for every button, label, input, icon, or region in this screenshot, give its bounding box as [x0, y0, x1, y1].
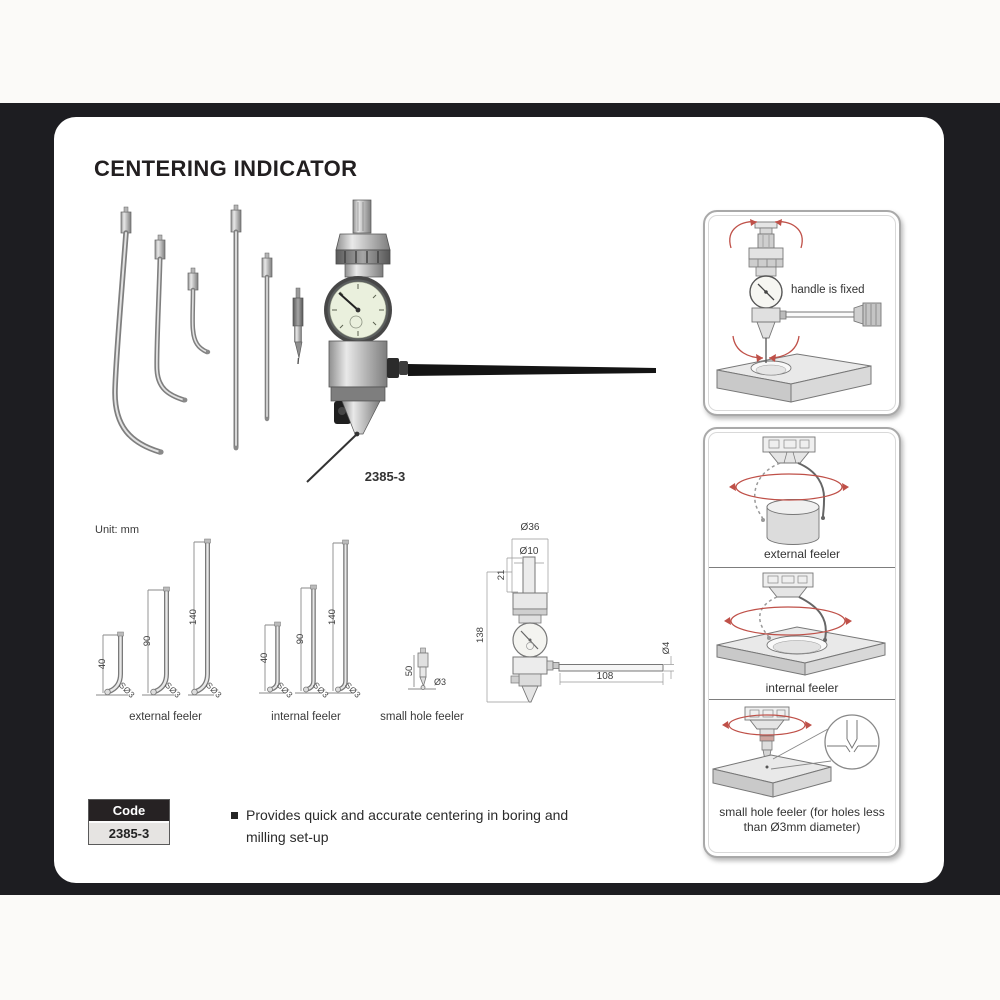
- dim-label-overall-len: 138: [475, 627, 486, 643]
- indicator-body-photo: [306, 199, 656, 483]
- internal-feeler-drawings: [259, 542, 354, 694]
- straight-feeler-medium-photo: [261, 252, 273, 422]
- external-feeler-shapes: [104, 538, 211, 696]
- label-handle-is-fixed: handle is fixed: [791, 284, 865, 296]
- external-feeler-drawings: [96, 541, 214, 696]
- small-hole-feeler-drawing: [408, 647, 436, 690]
- feature-text: Provides quick and accurate centering in…: [246, 807, 569, 845]
- usage-external-feeler-diagram: [729, 436, 849, 545]
- model-number: 2385-3: [364, 469, 406, 484]
- dim-label-internal-h1: 40: [259, 652, 270, 664]
- usage-box-handle-fixed: handle is fixed: [703, 210, 901, 416]
- handle-bar-photo: [408, 364, 656, 376]
- straight-feeler-long-photo: [230, 204, 242, 451]
- usage-internal-feeler-diagram: [716, 572, 886, 676]
- dim-label-stem-len: 21: [496, 569, 507, 581]
- indicator-body-drawing: [486, 538, 674, 703]
- dim-label-shank-dia: Ø36: [520, 522, 540, 533]
- unit-label: Unit: mm: [95, 524, 139, 536]
- product-photo: [112, 199, 656, 483]
- panel-divider-2: [709, 699, 895, 700]
- internal-feeler-shapes: [267, 539, 349, 693]
- dim-label-stem-dia: Ø10: [519, 546, 539, 557]
- dim-label-internal-h3: 140: [327, 609, 338, 625]
- label-small-hole-feeler: small hole feeler (for holes less than Ø…: [719, 805, 885, 834]
- page-title: CENTERING INDICATOR: [94, 156, 358, 181]
- dial-face-photo: [324, 276, 392, 344]
- code-table: Code 2385-3: [88, 799, 170, 845]
- dim-label-handle-dia: Ø4: [661, 641, 672, 655]
- rotation-arrowheads: [750, 219, 782, 362]
- label-external-feeler: external feeler: [763, 547, 841, 561]
- panel-divider-1: [709, 567, 895, 568]
- dim-label-smallhole-h: 50: [404, 665, 415, 677]
- caption-internal-feeler: internal feeler: [271, 711, 341, 723]
- caption-external-feeler: external feeler: [129, 711, 202, 723]
- small-hole-feeler-photo: [292, 287, 304, 365]
- bent-feeler-medium-photo: [154, 234, 188, 403]
- dimension-drawings: [96, 538, 674, 703]
- dim-label-handle-len: 108: [596, 671, 614, 682]
- usage-box-feeler-modes: external feeler internal feeler small ho…: [703, 427, 901, 858]
- code-table-header: Code: [89, 800, 169, 821]
- dim-label-external-h2: 90: [142, 635, 153, 647]
- bent-feeler-long-photo: [112, 206, 164, 455]
- usage-small-hole-feeler-diagram: [712, 706, 880, 798]
- bent-feeler-short-photo: [187, 267, 211, 355]
- code-table-value: 2385-3: [89, 821, 169, 844]
- label-internal-feeler: internal feeler: [765, 681, 839, 695]
- usage-diagram-handle-fixed: [716, 219, 882, 403]
- dim-label-external-h1: 40: [97, 658, 108, 670]
- dim-label-smallhole-tip: Ø3: [433, 677, 446, 687]
- caption-small-hole-feeler: small hole feeler: [380, 711, 464, 723]
- usage-diagram-feelers: [712, 436, 886, 798]
- bullet-square-icon: [231, 812, 238, 819]
- dim-label-external-h3: 140: [188, 609, 199, 625]
- dim-lines: [486, 538, 674, 703]
- dim-label-internal-h2: 90: [295, 633, 306, 645]
